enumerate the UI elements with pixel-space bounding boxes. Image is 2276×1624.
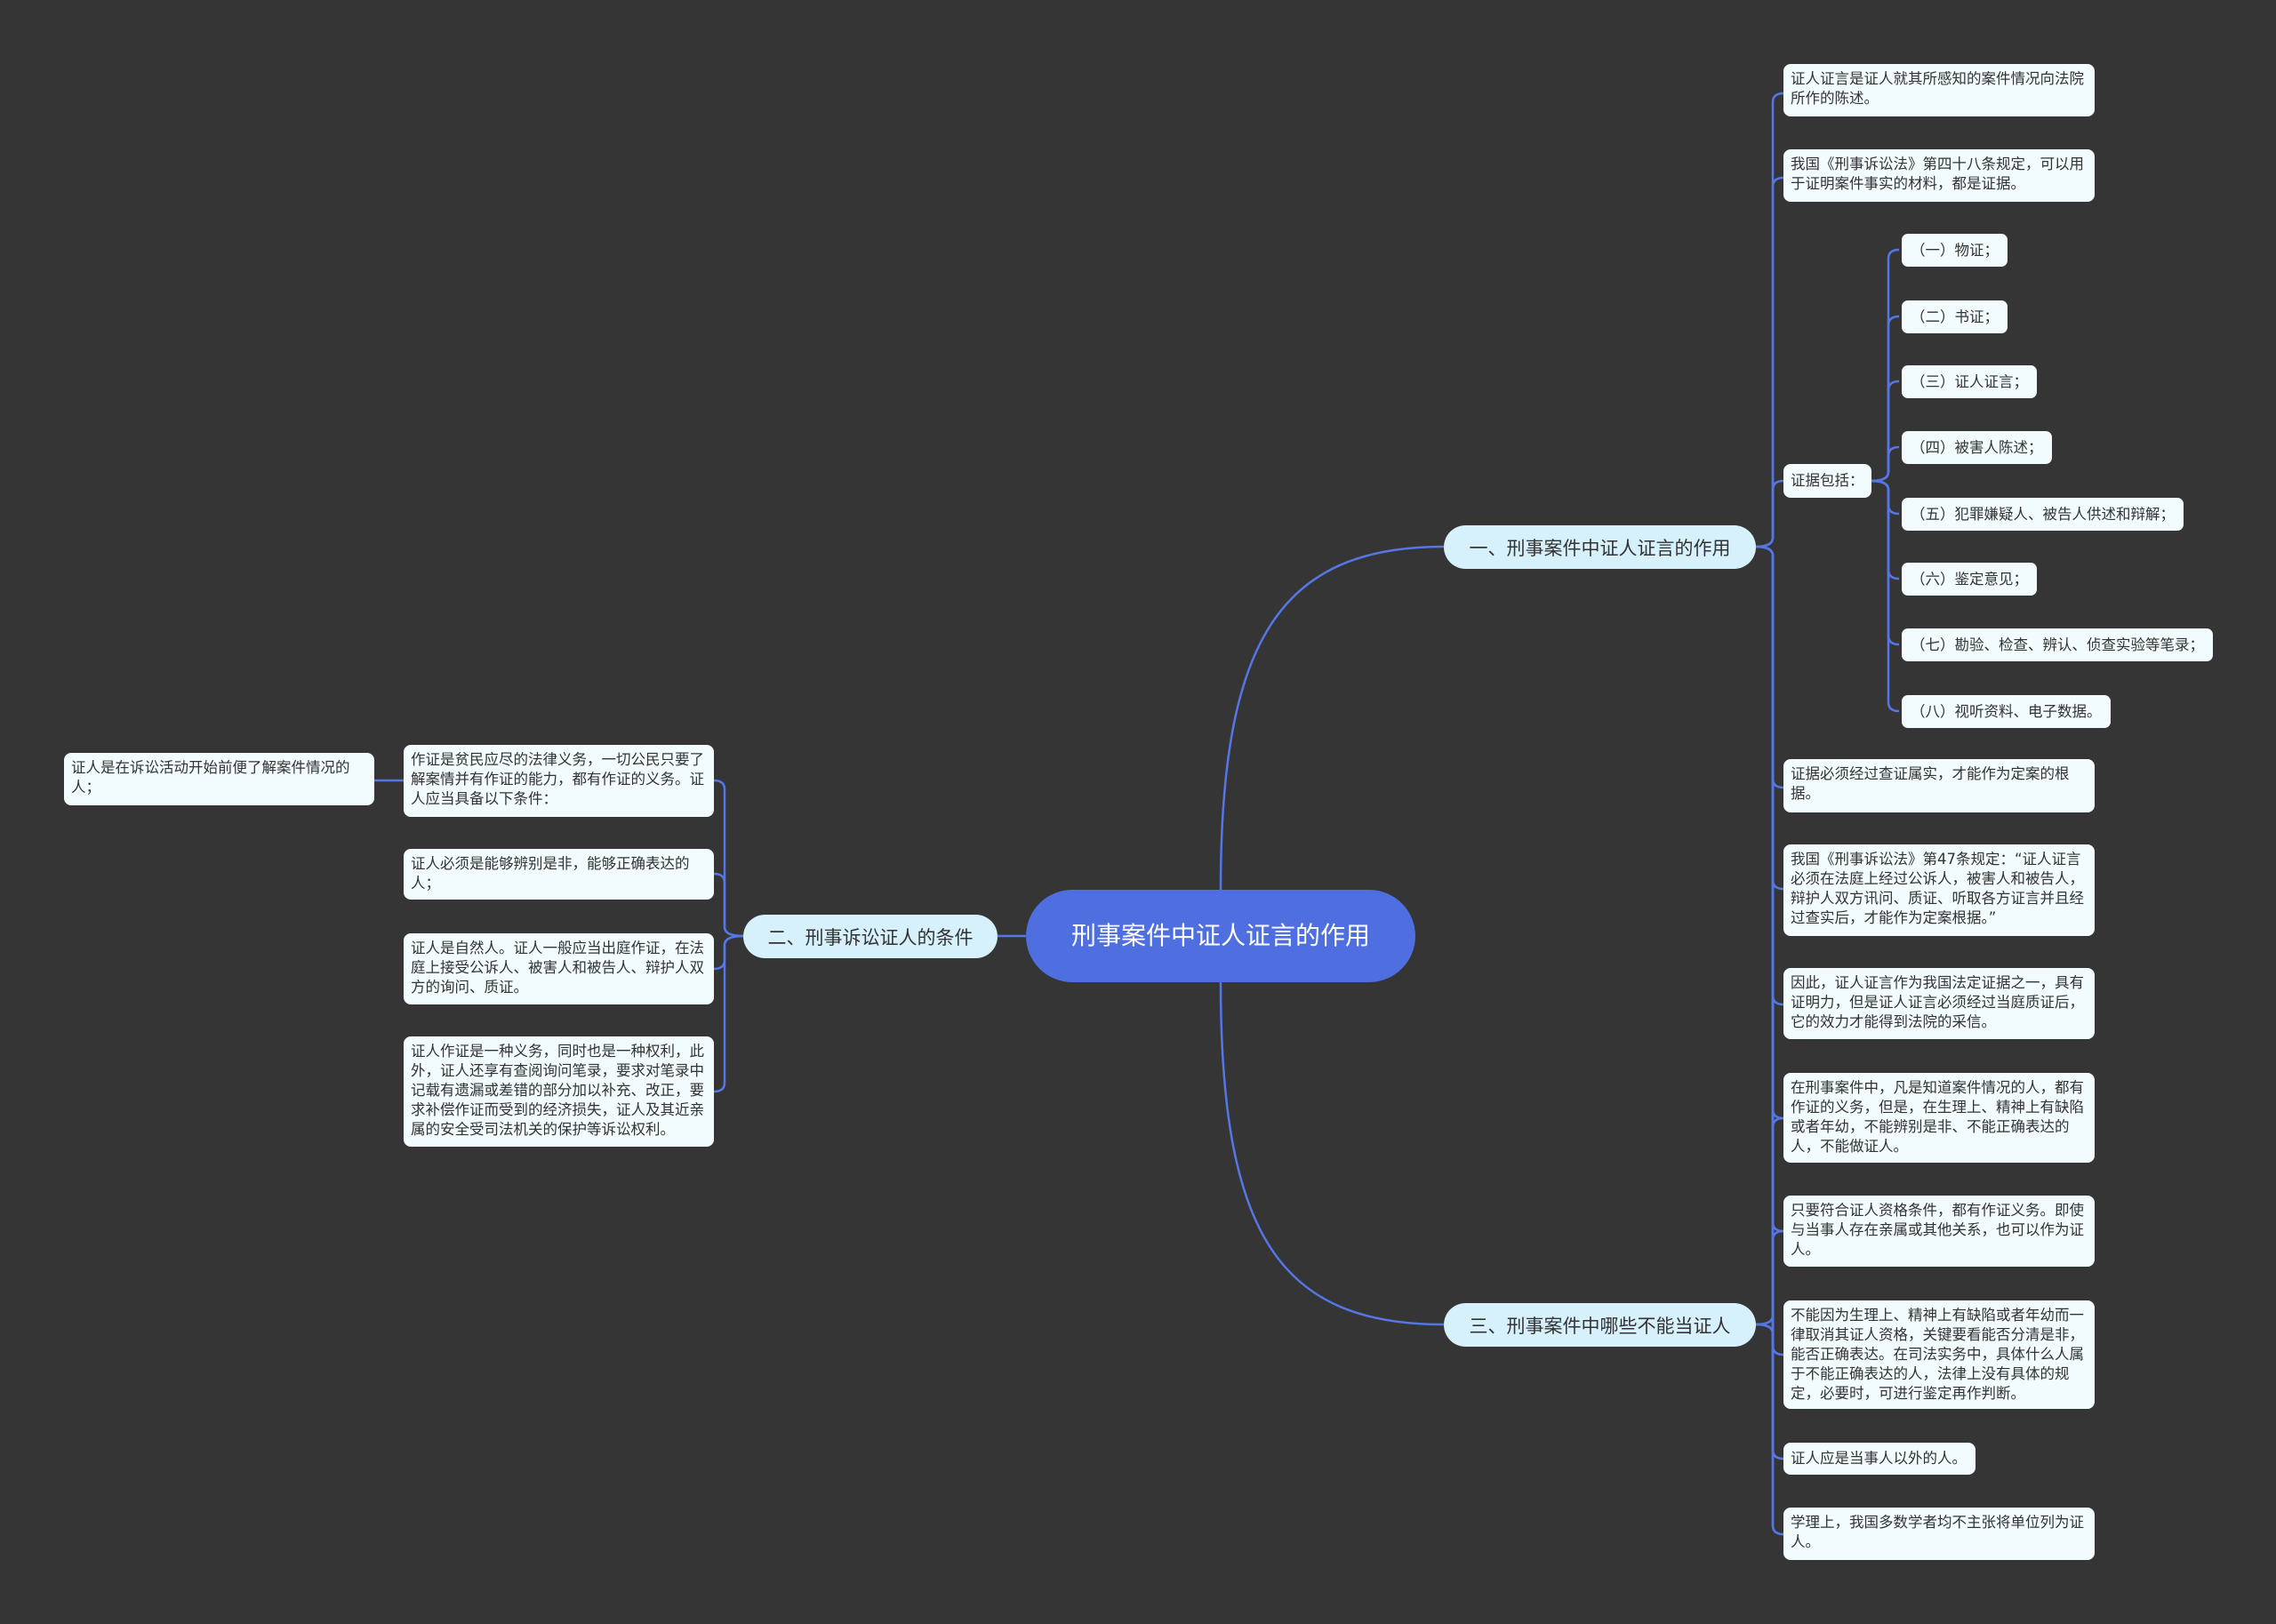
connector (1755, 1323, 1784, 1356)
evidence-type-item[interactable]: （三）证人证言； (1902, 365, 2037, 398)
connector (1871, 248, 1900, 483)
leaf-node[interactable]: 我国《刑事诉讼法》第47条规定：“证人证言必须在法庭上经过公诉人，被害人和被告人… (1783, 844, 2095, 936)
connector (1755, 545, 1784, 789)
leaf-node[interactable]: 证人应是当事人以外的人。 (1783, 1443, 1975, 1475)
connector (1755, 176, 1784, 548)
connector (1755, 92, 1784, 548)
evidence-type-item[interactable]: （六）鉴定意见； (1902, 563, 2037, 596)
connector (713, 779, 744, 938)
connector (1755, 1116, 1784, 1326)
connector (1871, 479, 1900, 580)
connector (1871, 479, 1900, 646)
leaf-node[interactable]: 学理上，我国多数学者均不主张将单位列为证人。 (1783, 1508, 2095, 1560)
leaf-node[interactable]: 证人是在诉讼活动开始前便了解案件情况的人； (64, 753, 374, 805)
connector (1755, 479, 1784, 548)
connector (1755, 545, 1784, 1356)
leaf-node[interactable]: 证人必须是能够辨别是非，能够正确表达的人； (404, 849, 714, 900)
connector (1755, 545, 1784, 1120)
evidence-type-item[interactable]: （八）视听资料、电子数据。 (1902, 695, 2111, 728)
leaf-evidence-includes[interactable]: 证据包括： (1783, 464, 1871, 498)
evidence-type-item[interactable]: （一）物证； (1902, 234, 2008, 267)
leaf-node[interactable]: 证人证言是证人就其所感知的案件情况向法院所作的陈述。 (1783, 64, 2095, 116)
evidence-type-item[interactable]: （四）被害人陈述； (1902, 431, 2052, 464)
root-topic[interactable]: 刑事案件中证人证言的作用 (1026, 890, 1415, 982)
leaf-node[interactable]: 证据必须经过查证属实，才能作为定案的根据。 (1783, 759, 2095, 812)
connector (1219, 545, 1445, 891)
connector (713, 934, 744, 1093)
connector (1755, 545, 1784, 1536)
leaf-node[interactable]: 因此，证人证言作为我国法定证据之一，具有证明力，但是证人证言必须经过当庭质证后，… (1783, 968, 2095, 1039)
leaf-node[interactable]: 只要符合证人资格条件，都有作证义务。即使与当事人存在亲属或其他关系，也可以作为证… (1783, 1196, 2095, 1267)
connector (1755, 1323, 1784, 1460)
branch-witness-conditions[interactable]: 二、刑事诉讼证人的条件 (743, 915, 998, 958)
connector (1755, 1229, 1784, 1326)
connector (1219, 981, 1445, 1326)
evidence-type-item[interactable]: （五）犯罪嫌疑人、被告人供述和辩解； (1902, 498, 2184, 531)
connector (1871, 479, 1900, 713)
leaf-node[interactable]: 在刑事案件中，凡是知道案件情况的人，都有作证的义务，但是，在生理上、精神上有缺陷… (1783, 1073, 2095, 1163)
connector (1755, 1323, 1784, 1536)
leaf-node[interactable]: 证人是自然人。证人一般应当出庭作证，在法庭上接受公诉人、被害人和被告人、辩护人双… (404, 933, 714, 1004)
evidence-type-item[interactable]: （七）勘验、检查、辨认、侦查实验等笔录； (1902, 628, 2213, 661)
connector (713, 872, 744, 938)
root-topic-label: 刑事案件中证人证言的作用 (1070, 921, 1370, 950)
connector (1871, 479, 1900, 516)
connector (713, 934, 744, 971)
evidence-type-item[interactable]: （二）书证； (1902, 300, 2008, 333)
connector (1871, 445, 1900, 483)
connector (1755, 545, 1784, 891)
leaf-node[interactable]: 作证是贫民应尽的法律义务，一切公民只要了解案情并有作证的能力，都有作证的义务。证… (404, 745, 714, 817)
leaf-node[interactable]: 证人作证是一种义务，同时也是一种权利，此外，证人还享有查阅询问笔录，要求对笔录中… (404, 1036, 714, 1147)
leaf-node[interactable]: 不能因为生理上、精神上有缺陷或者年幼而一律取消其证人资格，关键要看能否分清是非，… (1783, 1300, 2095, 1409)
connector (1755, 545, 1784, 1006)
branch-role-of-testimony[interactable]: 一、刑事案件中证人证言的作用 (1444, 525, 1756, 569)
branch-who-cannot-testify[interactable]: 三、刑事案件中哪些不能当证人 (1444, 1303, 1756, 1347)
leaf-node[interactable]: 我国《刑事诉讼法》第四十八条规定，可以用于证明案件事实的材料，都是证据。 (1783, 149, 2095, 202)
connector (1871, 380, 1900, 483)
connector (1871, 315, 1900, 483)
